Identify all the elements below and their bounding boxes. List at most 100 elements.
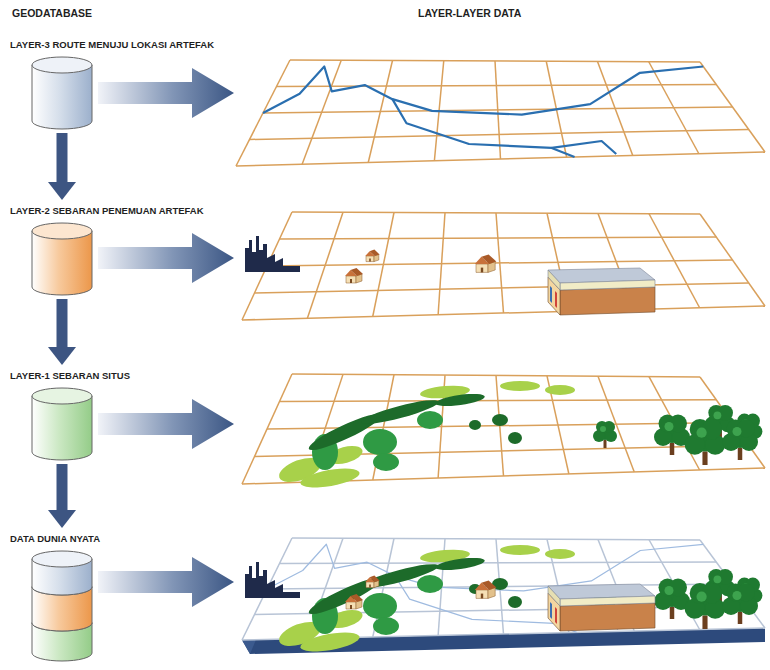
vegetation-patch <box>360 396 440 428</box>
grid-line <box>250 130 749 140</box>
grid-line <box>700 540 765 628</box>
tree-highlight <box>714 575 722 583</box>
building-window <box>555 291 557 308</box>
real-world-layer <box>242 538 765 655</box>
tree-highlight <box>600 426 606 432</box>
grid-line <box>242 306 765 320</box>
flow-arrow <box>98 68 234 118</box>
vegetation-patch <box>299 629 361 655</box>
database-cylinder <box>30 222 94 296</box>
tree-trunk <box>738 612 743 624</box>
tree-highlight <box>697 428 707 438</box>
building-window <box>550 286 552 303</box>
database-node: LAYER-3 ROUTE MENUJU LOKASI ARTEFAK <box>10 38 214 130</box>
database-node: LAYER-2 SEBARAN PENEMUAN ARTEFAK <box>10 204 204 296</box>
vegetation-patch <box>363 593 397 619</box>
grid-line <box>277 85 717 87</box>
tree-trunk <box>670 443 675 455</box>
building-wall <box>560 603 655 631</box>
house-wall <box>476 264 488 272</box>
tree-highlight <box>733 427 742 436</box>
building-window <box>555 607 557 624</box>
column-heading: GEODATABASE <box>12 6 92 20</box>
building-roof-rim <box>548 270 560 290</box>
vegetation-patch <box>545 385 575 395</box>
route-line <box>263 66 703 114</box>
grid-line <box>280 562 717 564</box>
house-roof <box>351 594 364 602</box>
house-door <box>369 258 371 261</box>
house-roof <box>481 580 496 590</box>
flow-arrow <box>98 233 234 283</box>
vegetation-patch <box>492 414 508 426</box>
vegetation-patch <box>360 560 440 592</box>
database-node: LAYER-1 SEBARAN SITUS <box>10 369 130 461</box>
layer-plane <box>242 212 765 320</box>
database-node: DATA DUNIA NYATA <box>10 532 100 662</box>
vegetation-patch <box>435 556 486 573</box>
vegetation-patch <box>373 617 399 635</box>
tree-highlight <box>665 586 674 595</box>
database-cylinder <box>30 56 94 130</box>
grid-line <box>280 400 717 402</box>
vegetation-patch <box>299 465 361 491</box>
tree-highlight <box>665 422 674 431</box>
cylinder-top <box>32 223 92 239</box>
house-wall <box>476 590 488 598</box>
vegetation-patch <box>417 575 443 593</box>
flow-connector <box>57 299 68 347</box>
route-line <box>552 141 617 154</box>
house-roof <box>370 250 380 256</box>
layer-plane <box>236 60 765 166</box>
tree-trunk <box>738 448 743 460</box>
grid-line <box>292 538 700 540</box>
cylinder-top <box>32 388 92 404</box>
grid-line <box>292 212 700 214</box>
database-cylinder <box>30 387 94 461</box>
vegetation-patch <box>417 411 443 429</box>
vegetation-patch <box>545 549 575 559</box>
tree-trunk <box>604 440 607 448</box>
database-cylinder <box>30 550 94 662</box>
house-roof <box>351 268 364 276</box>
vegetation-patch <box>508 432 522 444</box>
cylinder-top <box>32 551 92 567</box>
house-wall <box>346 276 356 283</box>
building-roof-rim <box>548 586 560 606</box>
house-door <box>350 279 352 283</box>
vegetation-patch <box>435 392 486 409</box>
building-roof-rim <box>560 596 655 606</box>
route-layer <box>236 60 765 166</box>
grid-line <box>292 374 700 377</box>
grid-line <box>255 283 749 293</box>
grid-line <box>236 152 765 166</box>
column-heading: LAYER-LAYER DATA <box>418 6 521 20</box>
grid-line <box>700 377 765 468</box>
tree-highlight <box>733 591 742 600</box>
vegetation-patch <box>469 420 481 430</box>
vegetation-patch <box>500 381 540 391</box>
tree-trunk <box>702 615 707 629</box>
house-wall <box>366 582 374 588</box>
vegetation-patch <box>306 573 384 619</box>
house-wall <box>366 256 374 262</box>
site-layer <box>242 374 765 491</box>
tree-trunk <box>670 607 675 619</box>
flow-connector <box>57 464 68 510</box>
factory-silhouette <box>245 236 300 272</box>
house-door <box>369 584 371 587</box>
layer-heading: LAYER-2 SEBARAN PENEMUAN ARTEFAK <box>10 204 204 218</box>
house-roof <box>481 254 496 264</box>
layer-plane <box>242 374 765 484</box>
house-wall <box>346 602 356 609</box>
house-roof <box>370 576 380 582</box>
house-door <box>481 594 483 599</box>
grid-line <box>263 107 733 113</box>
cylinder-top <box>32 57 92 73</box>
grid-line <box>267 260 733 266</box>
house-door <box>350 605 352 609</box>
tree-trunk <box>702 451 707 465</box>
